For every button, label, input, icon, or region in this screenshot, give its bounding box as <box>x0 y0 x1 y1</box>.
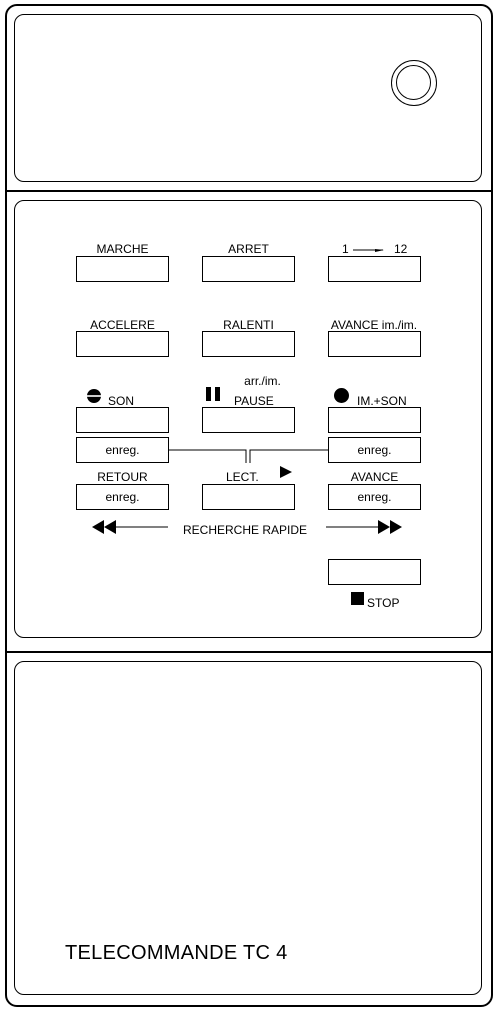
avance-label: AVANCE <box>350 470 399 484</box>
ir-sensor-icon <box>391 60 437 106</box>
lect-label: LECT. <box>226 470 259 484</box>
control-panel <box>14 200 482 638</box>
ralenti-button[interactable] <box>202 331 295 357</box>
enreg-son-button[interactable]: enreg. <box>76 437 169 463</box>
ralenti-label: RALENTI <box>223 318 274 332</box>
play-icon <box>280 466 292 478</box>
arret-label: ARRET <box>228 242 269 256</box>
lect-button[interactable] <box>202 484 295 510</box>
accelere-button[interactable] <box>76 331 169 357</box>
stop-label: STOP <box>367 596 400 610</box>
marche-button[interactable] <box>76 256 169 282</box>
pause-button[interactable] <box>202 407 295 433</box>
channel-range-label: 1 12 <box>328 242 421 256</box>
channel-to-label: 12 <box>394 242 408 256</box>
remote-body <box>5 4 493 1007</box>
stop-button[interactable] <box>328 559 421 585</box>
im-son-button[interactable] <box>328 407 421 433</box>
son-button[interactable] <box>76 407 169 433</box>
top-divider <box>6 190 492 192</box>
avance-enreg-button[interactable]: enreg. <box>328 484 421 510</box>
arret-button[interactable] <box>202 256 295 282</box>
bottom-divider <box>6 651 492 653</box>
enreg-im-son-button[interactable]: enreg. <box>328 437 421 463</box>
rewind-arrow-icon <box>92 520 168 534</box>
channel-button[interactable] <box>328 256 421 282</box>
retour-enreg-button[interactable]: enreg. <box>76 484 169 510</box>
recherche-rapide-label: RECHERCHE RAPIDE <box>182 523 308 537</box>
bottom-panel <box>14 661 482 995</box>
avance-im-label: AVANCE im./im. <box>330 318 418 332</box>
avance-im-button[interactable] <box>328 331 421 357</box>
retour-label: RETOUR <box>97 470 148 484</box>
im-son-label: IM.+SON <box>357 394 407 408</box>
son-label: SON <box>108 394 135 408</box>
arr-im-label: arr./im. <box>244 374 281 388</box>
pause-icon <box>206 387 220 401</box>
marche-label: MARCHE <box>96 242 149 256</box>
record-dot-icon <box>334 388 349 403</box>
fast-forward-arrow-icon <box>326 520 402 534</box>
stop-icon <box>351 592 364 605</box>
model-title: TELECOMMANDE TC 4 <box>65 942 288 964</box>
accelere-label: ACCELERE <box>90 318 155 332</box>
range-arrow-icon <box>353 249 384 252</box>
pause-label: PAUSE <box>234 394 274 408</box>
top-panel <box>14 14 482 182</box>
mute-icon <box>87 389 101 403</box>
channel-from-label: 1 <box>342 242 349 256</box>
